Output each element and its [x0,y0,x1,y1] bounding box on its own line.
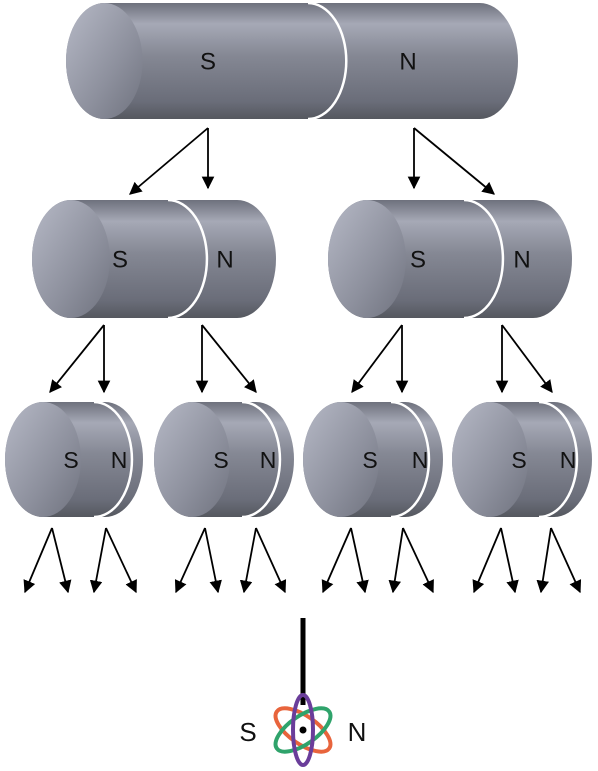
atom-south-label: S [239,717,256,747]
division-arrow [550,527,582,594]
division-arrow [105,527,137,594]
north-pole-label: N [216,247,233,274]
south-pole-label: S [63,447,78,473]
north-pole-label: N [412,447,429,473]
south-pole-label: S [200,49,216,76]
magnet-end-cap [5,402,81,517]
north-pole-label: N [399,49,416,76]
south-pole-label: S [213,447,228,473]
north-pole-label: N [513,247,530,274]
magnet-pole-divider [93,400,134,519]
atom-north-label: N [348,717,367,747]
south-pole-label: S [511,447,526,473]
magnet-end-cap [154,402,230,517]
division-arrow [49,324,105,393]
division-arrow [255,527,287,594]
magnet-pole-divider [463,198,505,320]
magnet-end-cap [32,200,110,318]
north-pole-label: N [111,447,128,473]
division-arrow [472,527,502,594]
division-arrow [201,324,257,393]
magnet-pole-divider [167,198,209,320]
division-arrow [402,527,434,594]
north-pole-label: N [260,447,277,473]
magnet-end-cap [66,3,143,119]
division-arrow [239,527,257,594]
magnet-pole-divider [390,400,431,519]
south-pole-label: S [362,447,377,473]
division-arrow [204,527,222,594]
magnet-pole-divider [538,400,579,519]
arrows-layer [23,127,582,594]
division-arrow [23,527,53,594]
division-arrow [350,527,369,594]
magnet-end-cap [452,402,528,517]
magnet-body [66,3,518,119]
magnet-pole-divider [241,400,282,519]
division-arrow [129,127,209,195]
division-arrow [351,324,403,394]
division-arrow [388,527,404,594]
atom-nucleus [299,726,307,734]
orbit-purple [291,693,315,767]
north-pole-label: N [560,447,577,473]
division-arrow [500,527,519,594]
south-pole-label: S [112,247,128,274]
division-arrow [413,127,495,195]
atomic-magnet: S N [239,618,367,767]
division-arrow [501,324,553,394]
division-arrow [51,527,72,594]
division-arrow [536,527,552,594]
magnet-pole-divider [307,1,348,121]
south-pole-label: S [410,247,426,274]
division-arrow [89,527,107,594]
division-arrow [321,527,352,594]
division-arrow [174,527,206,594]
magnet-end-cap [328,200,406,318]
magnet-end-cap [303,402,379,517]
